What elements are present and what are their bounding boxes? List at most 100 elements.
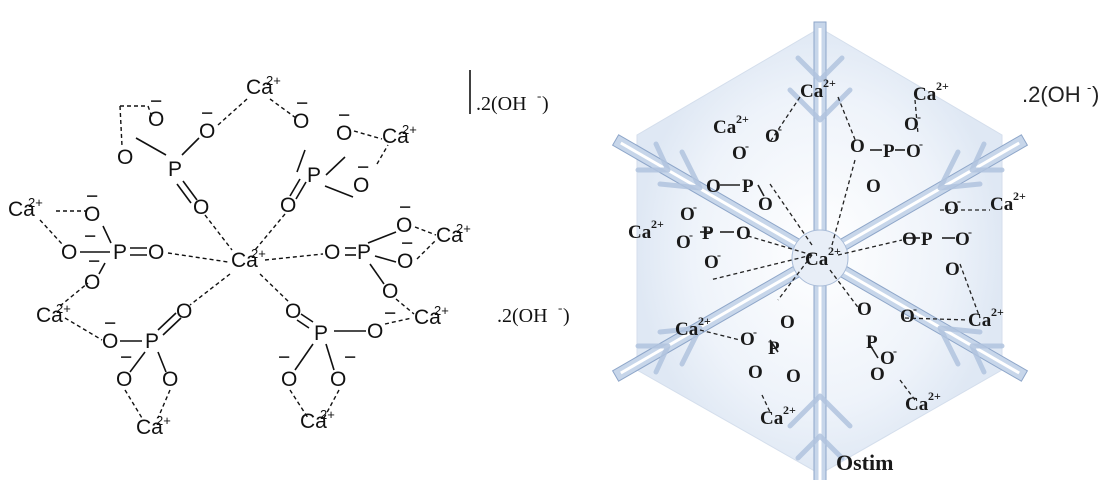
snow-minus-7: - xyxy=(717,248,721,262)
snowflake-caption: Ostim xyxy=(836,450,893,475)
snow-hydroxide-paren: ) xyxy=(1092,82,1099,107)
ca-top: Ca xyxy=(246,76,273,99)
minus-2: − xyxy=(201,102,213,125)
snow-ca-1-charge: 2+ xyxy=(823,76,836,90)
left-structure-diagram: Ca 2+ Ca 2+ Ca 2+ Ca 2+ Ca 2+ Ca 2+ Ca 2… xyxy=(8,70,570,439)
o-24: O xyxy=(330,368,346,391)
snowflake-atom-labels: Ca 2+ Ca 2+ Ca 2+ Ca 2+ Ca 2+ Ca 2+ Ca 2… xyxy=(628,76,1026,429)
snow-o-5: O xyxy=(850,136,865,157)
o-11: O xyxy=(84,271,100,294)
snow-o-13: O xyxy=(902,229,917,250)
snow-o-9: O xyxy=(680,204,695,225)
o-8: O xyxy=(280,194,296,217)
snow-o-18: O xyxy=(780,312,795,333)
snow-ca-9-charge: 2+ xyxy=(928,389,941,403)
o-7: O xyxy=(353,174,369,197)
o-18: O xyxy=(176,300,192,323)
ca-left-bottom: Ca xyxy=(36,304,63,327)
minus-11: − xyxy=(104,312,116,335)
snow-o-1: O xyxy=(732,143,747,164)
o-22: O xyxy=(367,320,383,343)
ca-left-top: Ca xyxy=(8,198,35,221)
snow-minus-1: - xyxy=(745,139,749,153)
o-20: O xyxy=(162,368,178,391)
snow-center-ca-charge: 2+ xyxy=(828,244,841,258)
snow-p-4: P xyxy=(921,229,933,250)
snow-o-20: O xyxy=(786,366,801,387)
p-top-left: P xyxy=(168,158,182,181)
snow-ca-7-charge: 2+ xyxy=(991,305,1004,319)
ca-right-mid: Ca xyxy=(436,224,463,247)
snow-o-14: O xyxy=(944,198,959,219)
o-21: O xyxy=(285,300,301,323)
snow-ca-8-charge: 2+ xyxy=(783,403,796,417)
snow-minus-12: - xyxy=(893,344,897,358)
snowflake-interactions xyxy=(699,96,990,413)
o-2: O xyxy=(117,146,133,169)
snow-minus-10: - xyxy=(753,325,757,339)
hydroxide-top-charge: - xyxy=(537,88,541,103)
snow-o-8: O xyxy=(866,176,881,197)
snow-o-17: O xyxy=(740,329,755,350)
minus-9: − xyxy=(399,196,411,219)
minus-14: − xyxy=(278,346,290,369)
ca-right-bottom-charge: 2+ xyxy=(434,303,449,318)
o-4: O xyxy=(193,196,209,219)
snow-hydroxide-charge: - xyxy=(1087,80,1091,95)
o-1: O xyxy=(148,108,164,131)
snow-o-24: O xyxy=(870,364,885,385)
snow-ca-6: Ca xyxy=(675,319,699,340)
minus-1: − xyxy=(150,90,162,113)
snowflake-hydroxide-note: .2(OH - ) xyxy=(1022,80,1099,107)
snow-minus-9: - xyxy=(968,225,972,239)
minus-10: − xyxy=(401,232,413,255)
o-10: O xyxy=(61,241,77,264)
snow-o-11: O xyxy=(736,223,751,244)
o-9: O xyxy=(84,203,100,226)
o-14: O xyxy=(396,214,412,237)
hydroxide-bottom-paren: ) xyxy=(563,305,570,327)
p-bottom-right: P xyxy=(314,322,328,345)
ca-right-top-charge: 2+ xyxy=(402,122,417,137)
snow-o-16: O xyxy=(945,259,960,280)
minus-8: − xyxy=(88,250,100,273)
snow-ca-2-charge: 2+ xyxy=(936,79,949,93)
ca-left-top-charge: 2+ xyxy=(28,195,43,210)
snow-o-23: O xyxy=(880,348,895,369)
ca-right-top: Ca xyxy=(382,125,409,148)
covalent-bonds xyxy=(80,137,397,373)
snow-minus-5: - xyxy=(693,200,697,214)
snow-p-5: P xyxy=(768,338,780,359)
snow-ca-1: Ca xyxy=(800,81,824,102)
snow-o-19: O xyxy=(748,362,763,383)
o-12: O xyxy=(148,241,164,264)
o-6: O xyxy=(336,122,352,145)
snow-center-ca: Ca xyxy=(805,249,829,270)
snow-o-3: O xyxy=(758,194,773,215)
snow-p-3: P xyxy=(702,223,714,244)
p-bottom-left: P xyxy=(145,330,159,353)
minus-15: − xyxy=(344,346,356,369)
hydroxide-bottom-charge: - xyxy=(558,300,562,315)
snow-p-1: P xyxy=(742,176,754,197)
o-15: O xyxy=(397,250,413,273)
o-16: O xyxy=(382,280,398,303)
snowflake-background xyxy=(611,20,1029,480)
minus-13: − xyxy=(384,302,396,325)
ca-bottom-right: Ca xyxy=(300,410,327,433)
snow-ca-2: Ca xyxy=(913,84,937,105)
snow-o-6: O xyxy=(904,114,919,135)
snowflake-bonds xyxy=(700,149,955,359)
center-ca-charge: 2+ xyxy=(251,246,266,261)
ionic-interactions xyxy=(39,98,437,419)
snowflake-illustration: Ca 2+ Ca 2+ Ca 2+ Ca 2+ Ca 2+ Ca 2+ Ca 2… xyxy=(611,20,1099,480)
atom-labels: Ca 2+ Ca 2+ Ca 2+ Ca 2+ Ca 2+ Ca 2+ Ca 2… xyxy=(8,73,471,439)
minus-7: − xyxy=(84,225,96,248)
snow-minus-4: - xyxy=(919,137,923,151)
ca-bottom-left: Ca xyxy=(136,416,163,439)
o-3: O xyxy=(199,120,215,143)
snow-ca-3: Ca xyxy=(713,117,737,138)
ca-bottom-left-charge: 2+ xyxy=(156,413,171,428)
